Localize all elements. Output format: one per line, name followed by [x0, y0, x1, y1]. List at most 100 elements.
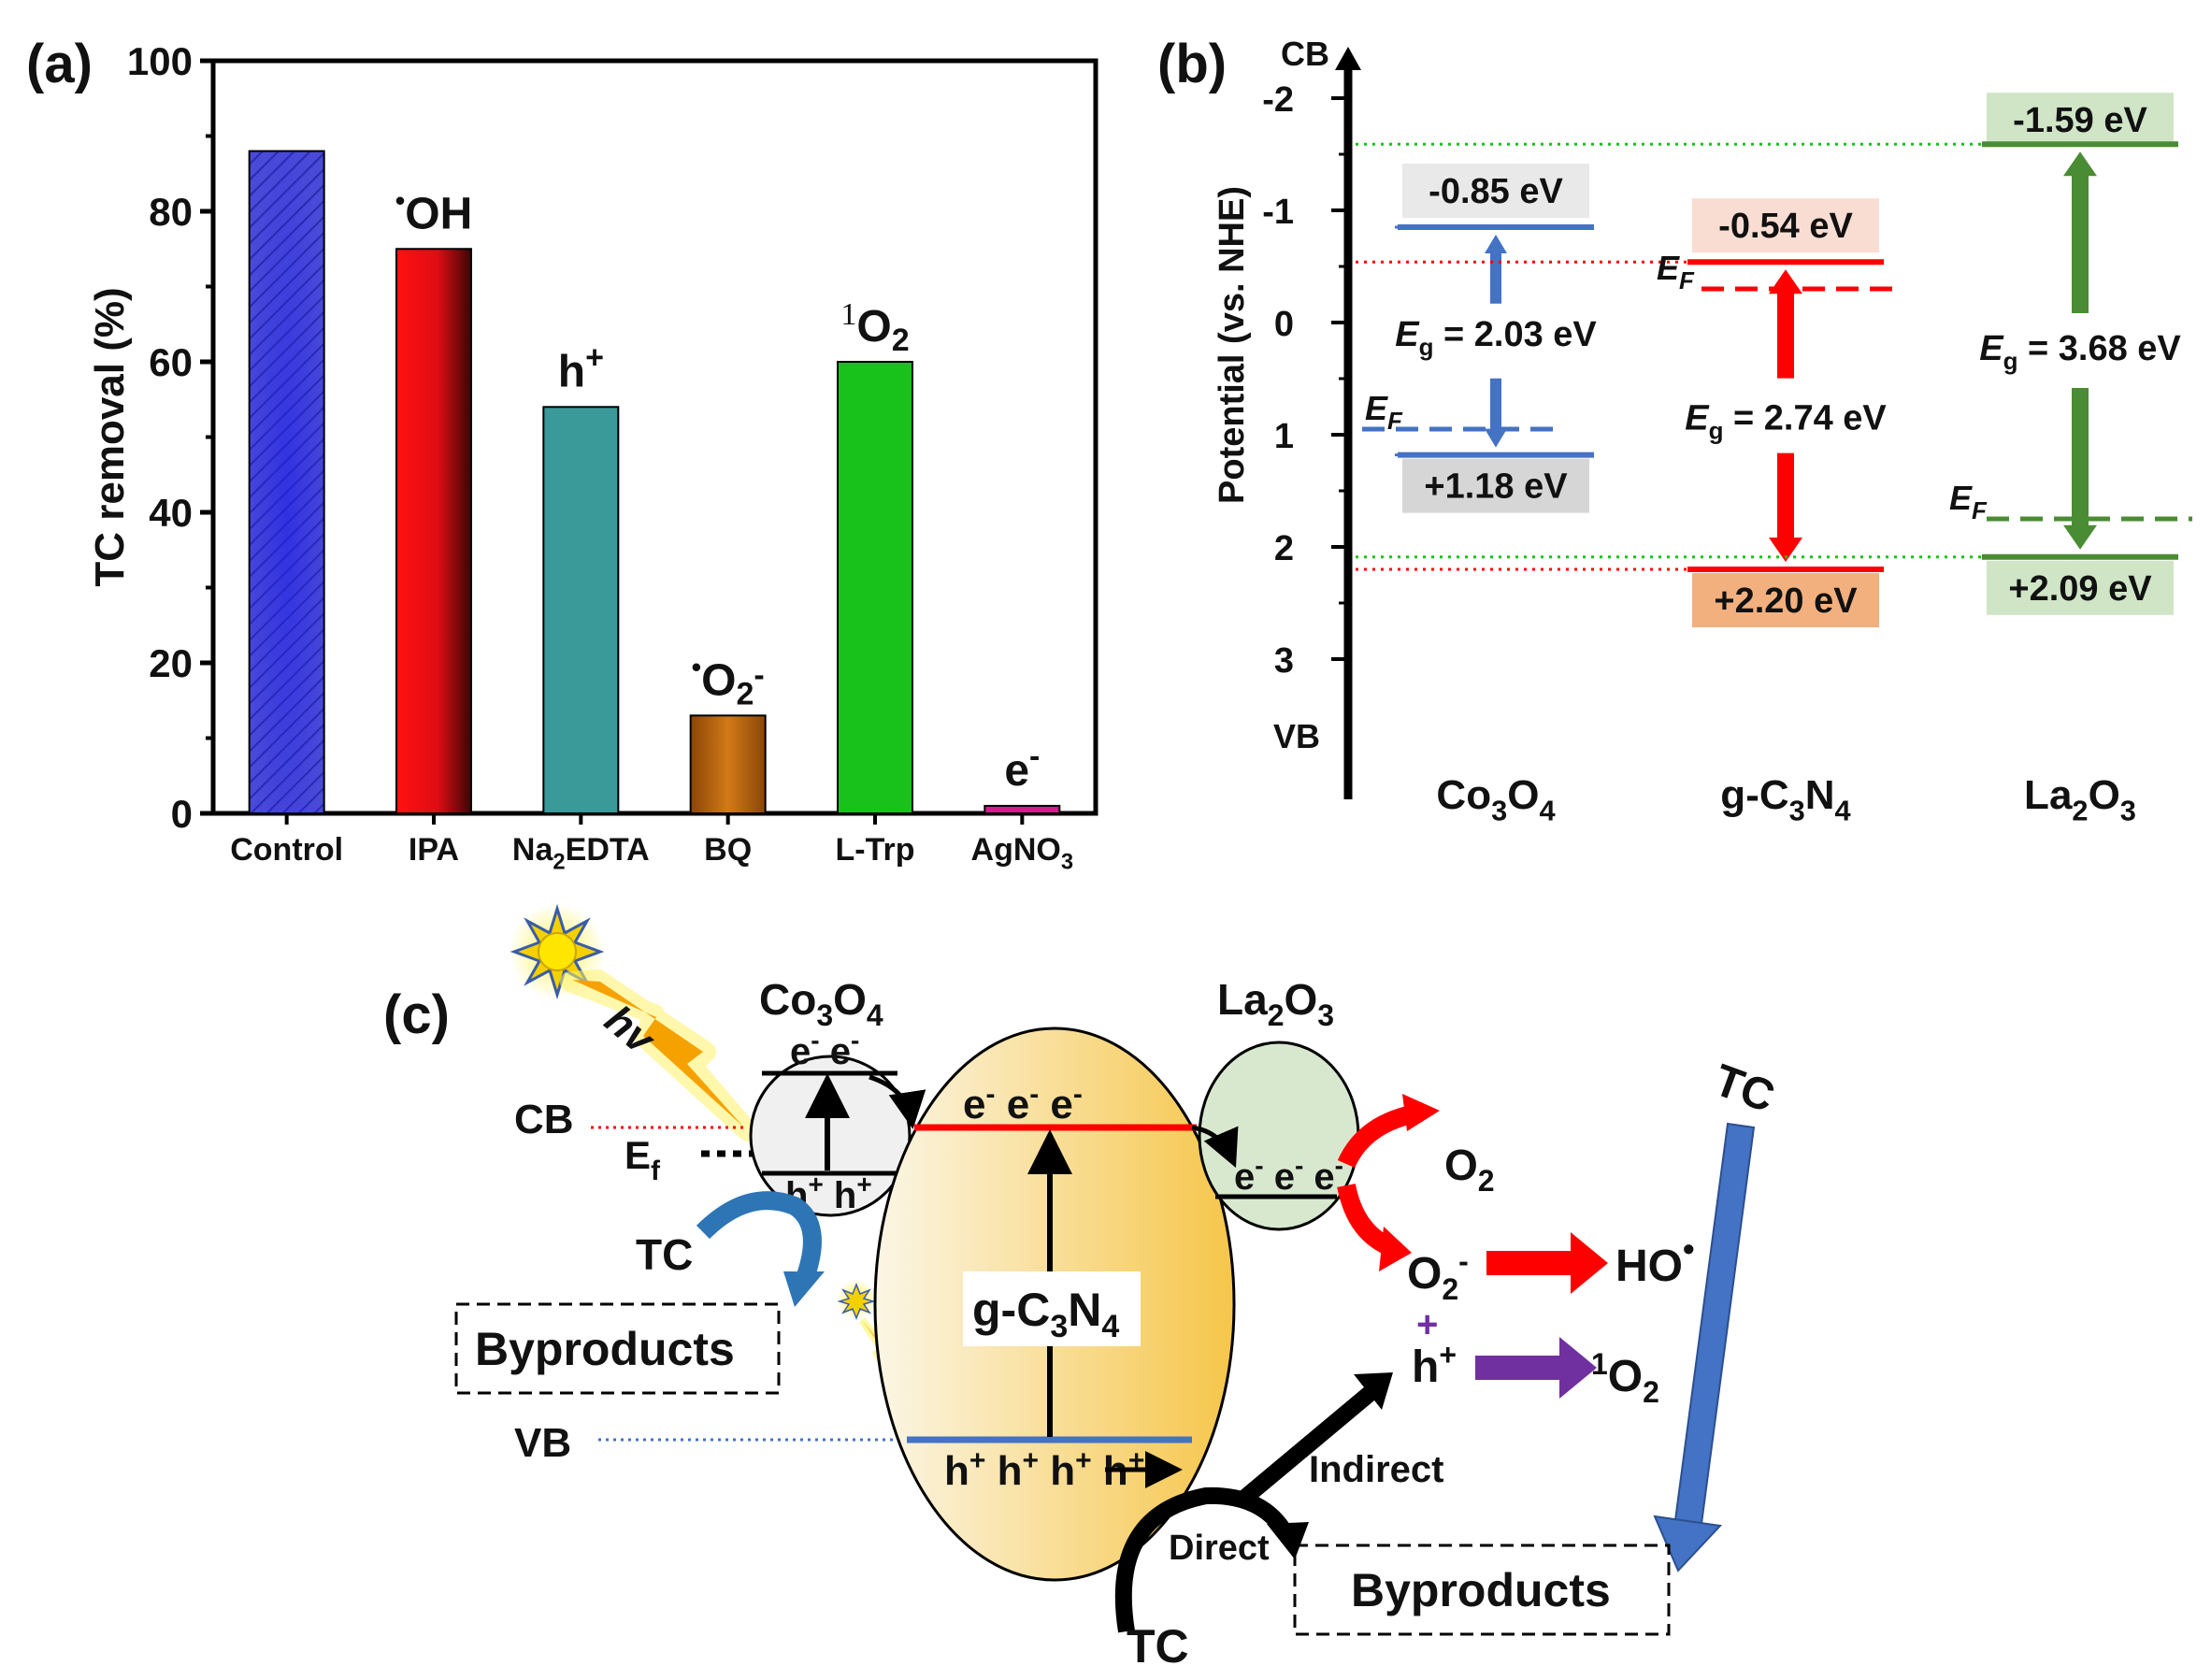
- bar-l-trp: [837, 361, 913, 814]
- la2o3-fermi-label: EF: [1949, 479, 1988, 524]
- gc3n4-holes: h+ h+ h+ h+: [944, 1445, 1144, 1494]
- tc-degradation-arrow: [1653, 1122, 1756, 1572]
- potential-tick-label: 0: [1274, 305, 1294, 344]
- direct-arrow: [1114, 1486, 1293, 1633]
- tc-label-left: TC: [636, 1230, 693, 1279]
- byproducts-box-right: [1293, 1544, 1671, 1636]
- x-tick-label: Na2EDTA: [512, 832, 650, 875]
- x-tick-label: Control: [230, 832, 343, 868]
- superoxide-to-ho-arrow: [1486, 1251, 1571, 1275]
- axis-vb-label: VB: [1273, 717, 1320, 755]
- bar-label: e-: [1004, 739, 1040, 796]
- byproducts-label-right: Byproducts: [1351, 1564, 1611, 1616]
- x-tick-label: AgNO3: [971, 832, 1074, 875]
- bar-label: h+: [558, 339, 604, 396]
- potential-tick-label: 2: [1274, 529, 1294, 568]
- axis-arrowhead: [1335, 47, 1361, 70]
- potential-tick-label: -2: [1262, 80, 1294, 120]
- y-axis-label: TC removal (%): [87, 287, 133, 586]
- light-ray-icon: [560, 969, 758, 1142]
- potential-tick-label: -1: [1262, 193, 1294, 232]
- la2o3-gap-arrow: [2063, 151, 2097, 550]
- gc3n4-bandgap-label: Eg = 2.74 eV: [1685, 399, 1887, 445]
- cb-label-box: [1692, 198, 1879, 253]
- direct-label: Direct: [1169, 1529, 1270, 1568]
- cb-label: CB: [514, 1097, 574, 1142]
- gcn-to-la2o3-arrow: [1191, 1125, 1239, 1169]
- la2o3-cb-value: -1.59 eV: [2013, 101, 2147, 140]
- singlet-oxygen-label: 1O2: [1591, 1347, 1659, 1409]
- co3o4-particle: [749, 1055, 912, 1217]
- gc3n4-fermi-label: EF: [1657, 249, 1695, 294]
- bar-label: 1O2: [840, 297, 909, 358]
- tc-label-bottom: TC: [1127, 1620, 1189, 1673]
- gc3n4-particle: [873, 1027, 1236, 1582]
- la2o3-vb-value: +2.09 eV: [2008, 569, 2152, 609]
- x-tick-label: BQ: [704, 832, 752, 868]
- cb-label-box: [1402, 164, 1589, 218]
- y-tick-label: 40: [149, 491, 193, 535]
- co3o4-name: Co3O4: [1436, 772, 1555, 826]
- gc3n4-electrons: e- e- e-: [963, 1079, 1083, 1127]
- la2o3-electrons: e- e- e-: [1234, 1151, 1343, 1198]
- la2o3-particle: [1198, 1041, 1360, 1231]
- y-tick-label: 100: [127, 39, 193, 83]
- panel-a-axes: 0 20 40 60 80 100 TC removal (%): [87, 39, 1098, 836]
- small-sun-icon: [836, 1279, 877, 1321]
- vb-label-box: [1692, 573, 1879, 627]
- plot-frame: [210, 58, 1098, 816]
- panel-a-label: (a): [26, 34, 93, 94]
- tc-to-byproducts-arrow: [696, 1191, 822, 1285]
- y-tick-label: 80: [149, 190, 193, 234]
- x-tick-label: IPA: [409, 832, 459, 868]
- indirect-label: Indirect: [1309, 1449, 1443, 1490]
- bar-na2edta: [542, 406, 620, 814]
- gc3n4-name: g-C3N4: [1720, 772, 1850, 826]
- cb-label-box: [1987, 93, 2174, 148]
- panel-a-bars: [248, 150, 1061, 815]
- la2o3-label: La2O3: [1217, 975, 1334, 1032]
- panel-c-label: (c): [383, 984, 450, 1045]
- bar-control-shading: [249, 151, 324, 814]
- co3o4-label: Co3O4: [759, 975, 883, 1032]
- co3o4-gap-arrow: [1485, 235, 1507, 448]
- panel-a-bar-labels: •OH h+ •O2- 1O2 e-: [395, 185, 1041, 796]
- ef-label: Ef: [625, 1133, 661, 1186]
- superoxide-label: O2-: [1407, 1244, 1469, 1306]
- bar-label: •O2-: [692, 652, 765, 711]
- bar-label: •OH: [395, 185, 473, 238]
- potential-tick-label: 3: [1274, 641, 1294, 681]
- bar-bq: [689, 714, 767, 814]
- hole-label: h+: [1412, 1338, 1457, 1392]
- bar-agno3: [983, 804, 1061, 815]
- la2o3-name: La2O3: [2024, 772, 2136, 826]
- gc3n4-gap-arrow: [1769, 269, 1802, 562]
- panel-b-label: (b): [1157, 34, 1227, 94]
- indirect-arrow: [1236, 1385, 1378, 1507]
- vb-label-box: [1987, 560, 2174, 615]
- vb-label-box: [1402, 458, 1589, 513]
- y-tick-label: 20: [149, 641, 193, 685]
- hole-to-singlet-arrow: [1475, 1356, 1559, 1380]
- o2-label: O2: [1444, 1141, 1495, 1198]
- gc3n4-vb-value: +2.20 eV: [1714, 582, 1858, 621]
- panel-a-bar-chart: (a) 0 20 40 60 80 100 TC removal (%) •OH h+ •O2-…: [26, 34, 1098, 875]
- axis-cb-label: CB: [1281, 35, 1329, 73]
- la2o3-bandgap-label: Eg = 3.68 eV: [1979, 329, 2181, 375]
- co3o4-bandgap-label: Eg = 2.03 eV: [1395, 315, 1597, 361]
- gc3n4-cb-value: -0.54 eV: [1718, 207, 1853, 246]
- vb-label: VB: [514, 1420, 571, 1466]
- co3o4-to-gcn-arrow: [869, 1074, 926, 1129]
- y-tick-label: 0: [171, 792, 193, 836]
- co3o4-cb-value: -0.85 eV: [1429, 172, 1563, 211]
- co3o4-electrons: e- e-: [790, 1026, 859, 1072]
- y-tick-label: 60: [149, 340, 193, 384]
- co3o4-vb-value: +1.18 eV: [1424, 467, 1568, 507]
- potential-axis-label: Potential (vs. NHE): [1213, 186, 1252, 504]
- panel-c-mechanism-scheme: (c) hv CB VB Ef: [383, 903, 1781, 1673]
- byproducts-label-left: Byproducts: [475, 1323, 735, 1375]
